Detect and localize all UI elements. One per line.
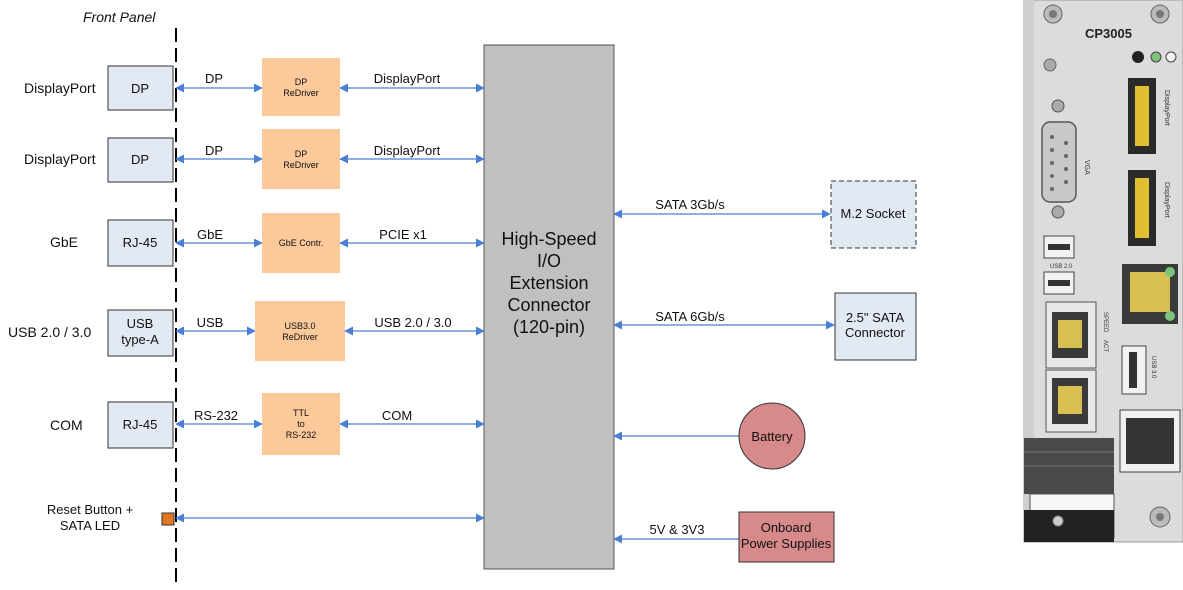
sata-connector-box [834,292,917,361]
dp-redriver-chip [262,58,340,116]
usb-redriver-chip [255,301,345,361]
svg-text:I/O: I/O [537,251,561,271]
link-left-label: RS-232 [194,408,238,423]
port-label: DisplayPort [24,80,96,96]
link-right-label: COM [382,408,412,423]
link-right-label: DisplayPort [374,143,441,158]
rj45-connector-box [107,219,174,267]
front-panel-title: Front Panel [83,9,156,25]
row-usb: USB 2.0 / 3.0 USB type-A USB USB3.0 ReDr… [8,301,485,361]
gbe-controller-chip [262,213,340,273]
row-reset: Reset Button + SATA LED [47,502,485,533]
m2-socket-box [830,180,917,249]
svg-text:USB 3.0: USB 3.0 [1150,356,1156,379]
battery-link: Battery [613,402,806,470]
svg-text:(120-pin): (120-pin) [513,317,585,337]
svg-text:SPEED: SPEED [1102,312,1108,333]
dp-connector-box [107,65,174,111]
svg-text:5V & 3V3: 5V & 3V3 [650,522,705,537]
m2-socket-link: SATA 3Gb/s M.2 Socket [613,180,917,249]
row-gbe: GbE RJ-45 GbE GbE Contr. PCIE x1 [50,213,485,273]
svg-text:SATA 6Gb/s: SATA 6Gb/s [655,309,725,324]
link-right-label: PCIE x1 [379,227,427,242]
led-icon [1165,51,1177,63]
sata-connector-link: SATA 6Gb/s 2.5" SATA Connector [613,292,917,361]
row-displayport-1: DisplayPort DP DP DP ReDriver DisplayPor… [24,58,485,116]
port-label: USB 2.0 / 3.0 [8,324,91,340]
svg-text:Battery: Battery [751,429,793,444]
link-right-label: DisplayPort [374,71,441,86]
extension-connector-label: High-Speed I/O Extension Connector (120-… [501,229,596,337]
svg-text:GbE Contr.: GbE Contr. [279,238,324,248]
svg-text:Power Supplies: Power Supplies [741,536,832,551]
svg-text:ReDriver: ReDriver [283,88,319,98]
link-left-label: USB [197,315,224,330]
svg-text:Extension: Extension [509,273,588,293]
svg-text:2.5" SATA: 2.5" SATA [846,310,905,325]
link-left-label: DP [205,71,223,86]
connector-label: RJ-45 [123,417,158,432]
row-displayport-2: DisplayPort DP DP DP ReDriver DisplayPor… [24,129,485,189]
reset-button-led [161,512,175,526]
row-com: COM RJ-45 RS-232 TTL to RS-232 COM [50,393,485,455]
usb-connector-box [107,309,174,357]
svg-text:ACT: ACT [1102,340,1108,352]
svg-text:USB 2.0: USB 2.0 [1050,264,1073,270]
link-right-label: USB 2.0 / 3.0 [374,315,451,330]
led-icon [1132,51,1144,63]
svg-text:Connector: Connector [507,295,590,315]
svg-text:TTL: TTL [293,408,309,418]
connector-label: RJ-45 [123,235,158,250]
port-label: DisplayPort [24,151,96,167]
connector-label: USB [127,316,154,331]
svg-text:Onboard: Onboard [761,520,812,535]
battery-circle [738,402,806,470]
power-supplies-link: 5V & 3V3 Onboard Power Supplies [613,511,835,563]
svg-text:Connector: Connector [845,325,906,340]
link-left-label: DP [205,143,223,158]
svg-text:ReDriver: ReDriver [282,332,318,342]
svg-text:VGA: VGA [1083,160,1090,175]
dp-redriver-chip [262,129,340,189]
link-left-label: GbE [197,227,223,242]
svg-text:High-Speed: High-Speed [501,229,596,249]
connector-label: type-A [121,332,159,347]
rj45-connector-box [107,401,174,449]
svg-text:Reset Button +: Reset Button + [47,502,133,517]
faceplate-photo: CP3005 VGA DisplayPort DisplayPort USB 2… [1023,0,1183,543]
port-label: COM [50,417,83,433]
svg-text:SATA 3Gb/s: SATA 3Gb/s [655,197,725,212]
svg-text:M.2 Socket: M.2 Socket [840,206,905,221]
vga-port [1041,121,1077,203]
svg-text:to: to [297,419,305,429]
svg-text:RS-232: RS-232 [286,430,317,440]
connector-label: DP [131,81,149,96]
svg-text:DisplayPort: DisplayPort [1163,182,1170,218]
svg-text:DisplayPort: DisplayPort [1163,90,1170,126]
screw-icon [1043,4,1171,528]
svg-text:DP: DP [295,77,308,87]
ttl-rs232-chip [262,393,340,455]
svg-text:DP: DP [295,149,308,159]
power-supplies-box [738,511,835,563]
svg-text:USB3.0: USB3.0 [284,321,315,331]
port-label: GbE [50,234,78,250]
connector-label: DP [131,152,149,167]
model-label: CP3005 [1085,26,1132,41]
svg-text:ReDriver: ReDriver [283,160,319,170]
svg-text:SATA LED: SATA LED [60,518,120,533]
led-icon [1150,51,1162,63]
dp-connector-box [107,137,174,183]
extension-connector-block [483,44,615,570]
